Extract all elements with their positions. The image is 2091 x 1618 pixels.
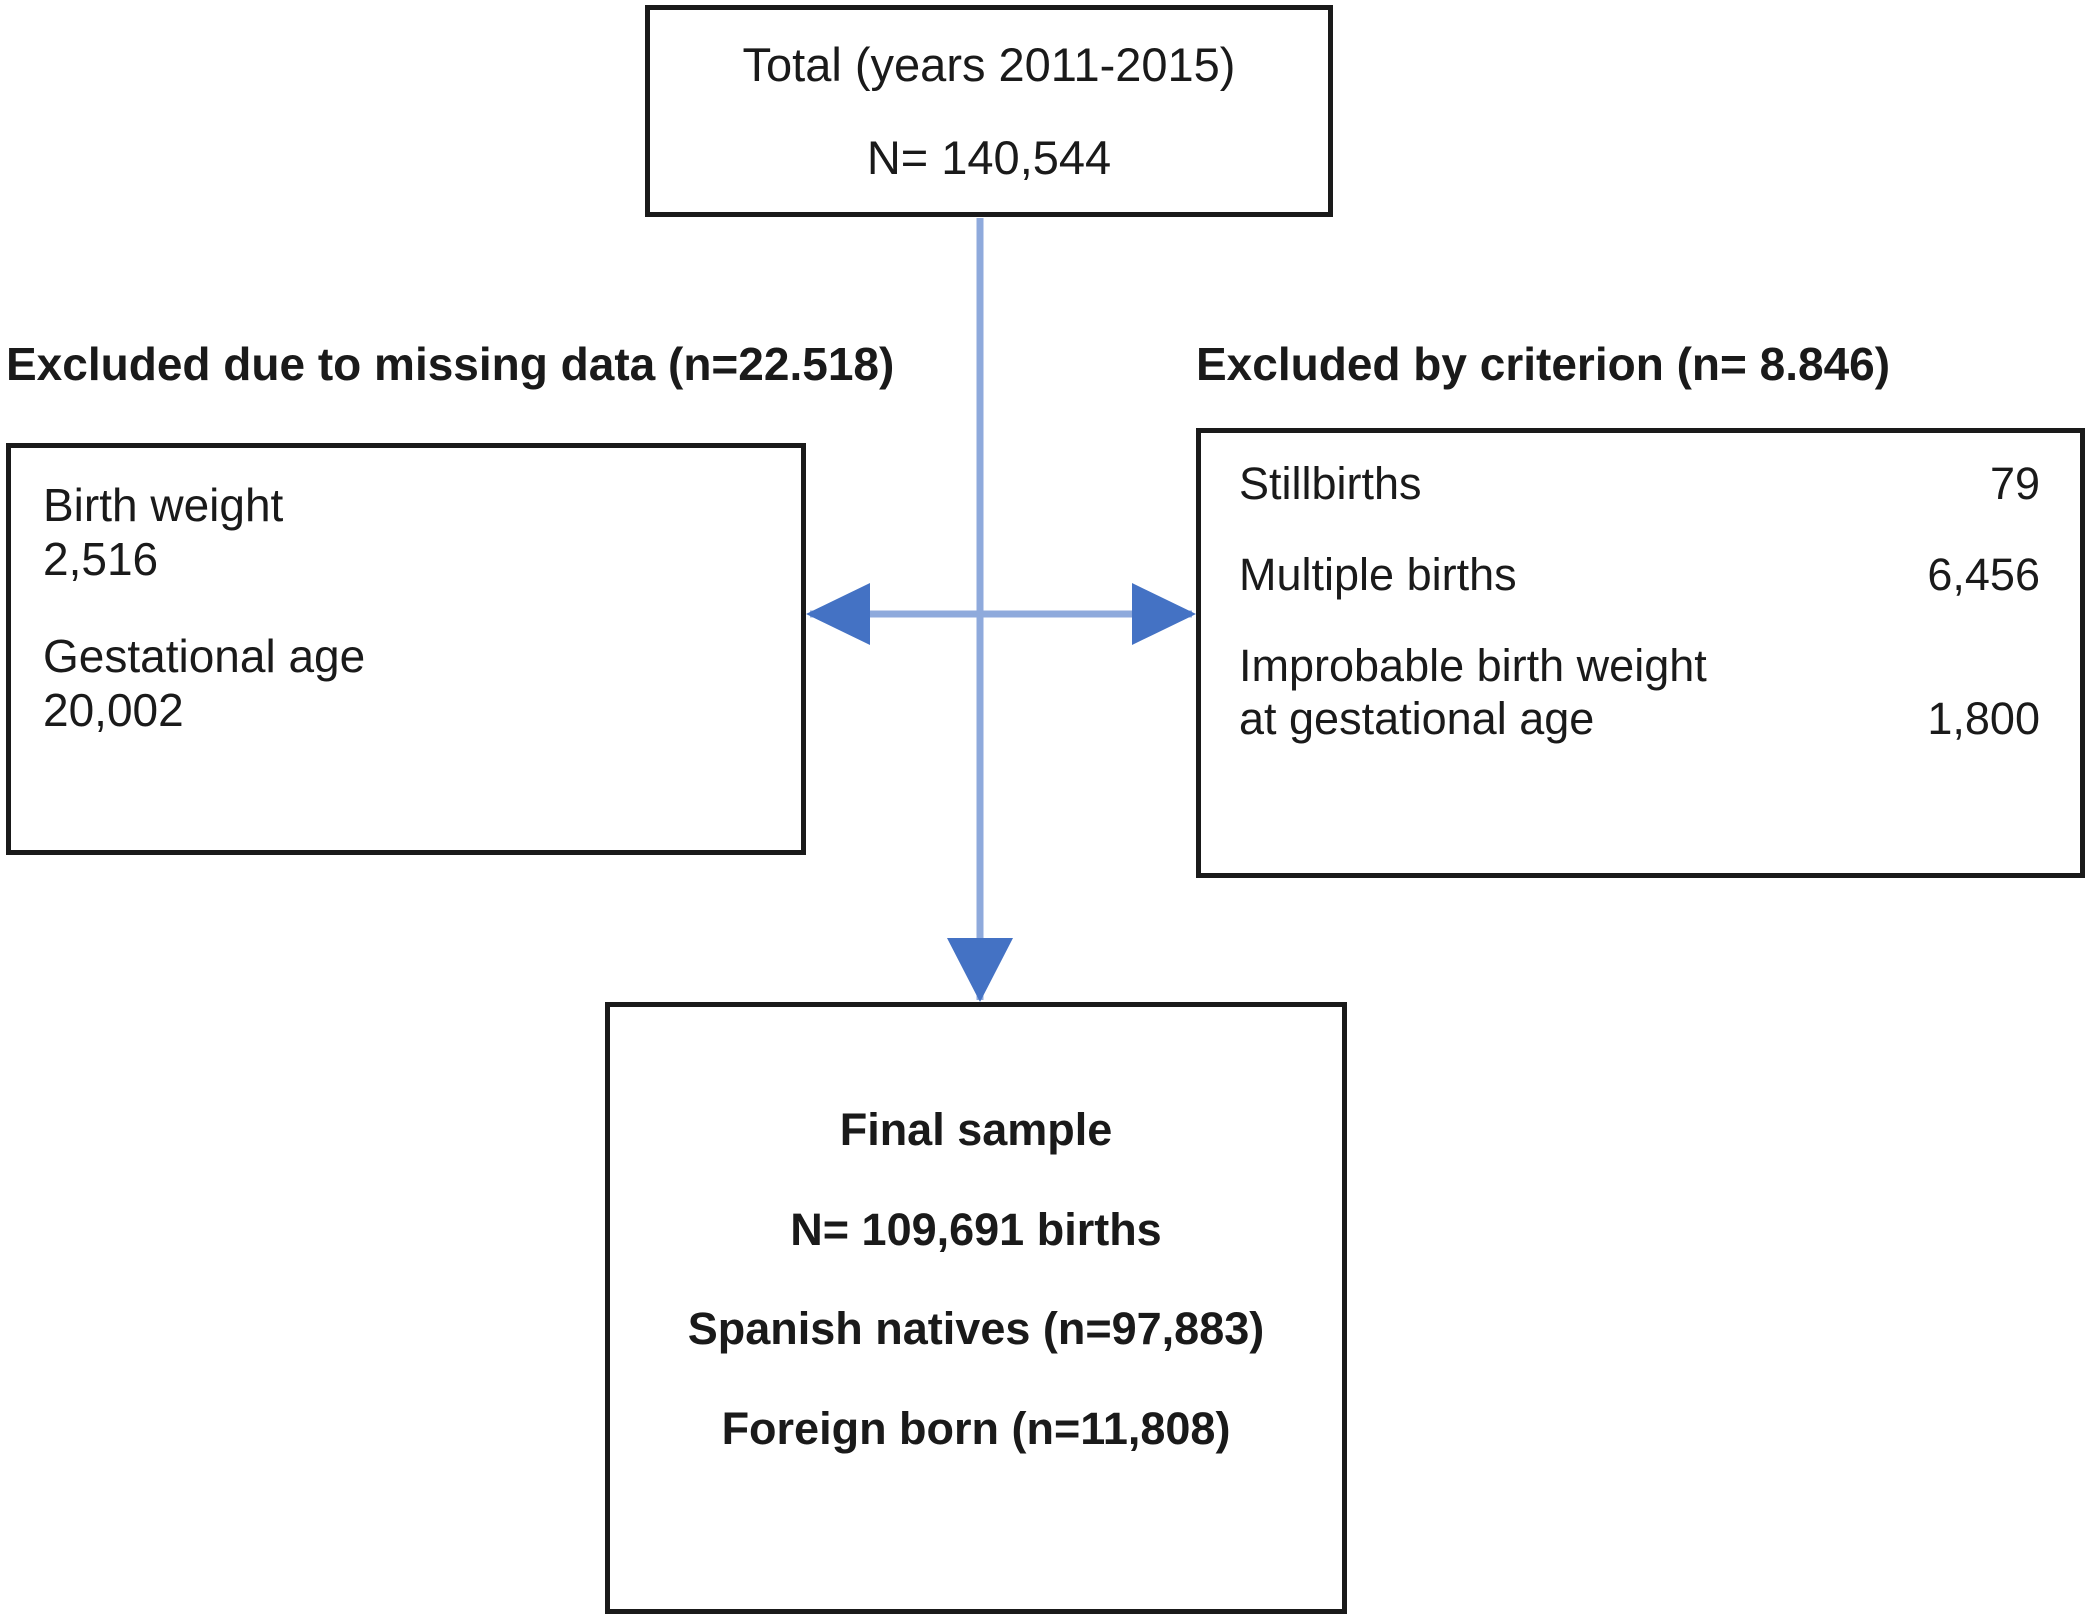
arrow-total-to-final-head [947, 938, 1013, 1002]
missing-data-item-label: Birth weight [43, 479, 284, 531]
missing-data-item: Gestational age 20,002 [43, 629, 801, 738]
missing-data-item-value: 2,516 [43, 533, 159, 586]
criterion-row: Multiple births 6,456 [1239, 548, 2040, 601]
criterion-row-label: Improbable birth weight at gestational a… [1239, 640, 1707, 745]
excluded-missing-data-heading: Excluded due to missing data (n=22.518) [6, 338, 895, 390]
missing-data-box: Birth weight 2,516 Gestational age 20,00… [6, 443, 806, 855]
arrow-exclusions-left-head [806, 583, 870, 645]
total-cohort-title: Total (years 2011-2015) [742, 37, 1236, 91]
missing-data-item-label: Gestational age [43, 629, 366, 682]
criterion-exclusions-box: Stillbirths 79 Multiple births 6,456 Imp… [1196, 428, 2085, 878]
criterion-row-label: Multiple births [1239, 549, 1517, 601]
criterion-row: Stillbirths 79 [1239, 457, 2040, 510]
criterion-row-value: 6,456 [1927, 549, 2040, 601]
total-cohort-box: Total (years 2011-2015) N= 140,544 [645, 5, 1333, 217]
missing-data-item: Birth weight 2,516 [43, 478, 801, 587]
criterion-row-label: Stillbirths [1239, 458, 1422, 509]
final-sample-count: N= 109,691 births [790, 1203, 1162, 1255]
final-sample-natives: Spanish natives (n=97,883) [687, 1303, 1265, 1354]
criterion-row-value: 79 [1989, 458, 2040, 509]
total-cohort-count: N= 140,544 [866, 131, 1112, 184]
final-sample-foreign-born: Foreign born (n=11,808) [721, 1402, 1231, 1454]
excluded-by-criterion-heading: Excluded by criterion (n= 8.846) [1196, 338, 1891, 390]
arrow-exclusions-right-head [1132, 583, 1196, 645]
final-sample-box: Final sample N= 109,691 births Spanish n… [605, 1002, 1347, 1614]
final-sample-title: Final sample [839, 1104, 1113, 1155]
criterion-row: Improbable birth weight at gestational a… [1239, 639, 2040, 745]
missing-data-item-value: 20,002 [43, 683, 184, 736]
criterion-row-value: 1,800 [1927, 693, 2040, 745]
